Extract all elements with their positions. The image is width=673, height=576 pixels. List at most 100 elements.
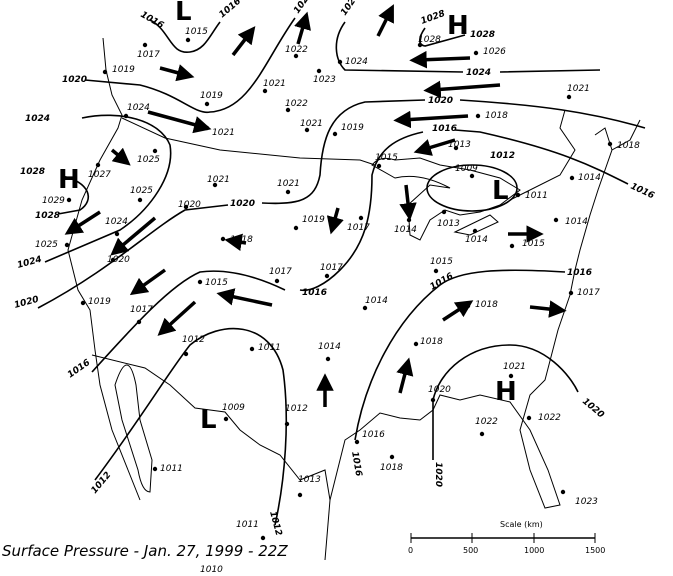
isobar-label: 1012 <box>267 510 283 537</box>
isobar-label: 1024 <box>16 255 43 271</box>
station-dot <box>110 257 116 263</box>
isobar-label: 1020 <box>428 96 453 106</box>
station-dot <box>137 197 143 203</box>
station-pressure: 1017 <box>269 267 292 277</box>
high-pressure-center: H <box>495 377 517 407</box>
station: 1010 <box>200 565 223 575</box>
station-pressure: 1019 <box>200 91 223 101</box>
isobar-label: 1020 <box>13 295 40 311</box>
station-dot <box>568 290 574 296</box>
station: 1023 <box>313 68 336 85</box>
station: 1014 <box>318 342 341 362</box>
station-dot <box>293 53 299 59</box>
station-pressure: 1010 <box>200 565 223 575</box>
station: 1021 <box>207 175 230 188</box>
station-dot <box>417 42 423 48</box>
wind-arrow <box>376 4 394 37</box>
isobar-1016-lakes <box>91 129 629 373</box>
isobar-1024-northeast <box>335 21 601 73</box>
station-dot <box>249 346 255 352</box>
station-pressure: 1022 <box>538 413 561 423</box>
station-dot <box>212 182 218 188</box>
station: 1015 <box>197 278 228 288</box>
low-pressure-center: L <box>175 0 192 27</box>
isobar-1028-high <box>57 175 90 215</box>
wind-arrow <box>413 138 456 156</box>
station: 1024 <box>123 103 150 119</box>
station-pressure: 1015 <box>185 27 208 37</box>
station-pressure: 1025 <box>35 240 58 250</box>
station-dot <box>223 416 229 422</box>
station-dot <box>469 173 475 179</box>
station-pressure: 1016 <box>362 430 385 440</box>
station: 1021 <box>503 362 526 379</box>
station-dot <box>509 243 515 249</box>
wind-arrow <box>110 147 131 166</box>
wind-arrow <box>529 300 567 318</box>
isobar-label: 1024 <box>466 68 491 78</box>
station-pressure: 1012 <box>182 335 205 345</box>
station: 1009 <box>222 403 245 422</box>
isobar-label: 1020 <box>230 199 255 209</box>
station-dot <box>362 305 368 311</box>
station: 1019 <box>80 297 111 307</box>
wind-arrow <box>442 300 474 322</box>
isobar-1024-west <box>44 114 172 263</box>
station: 1018 <box>220 235 253 245</box>
isobar-label: 1016 <box>432 124 457 134</box>
isobar-label: 1028 <box>470 30 495 40</box>
station: 1011 <box>249 343 281 353</box>
isobar-label: 1016 <box>429 271 456 292</box>
wind-arrows <box>64 4 567 407</box>
station: 1022 <box>285 45 308 59</box>
station-dot <box>354 439 360 445</box>
station-pressure: 1009 <box>455 164 478 174</box>
station-pressure: 1017 <box>137 50 160 60</box>
station-dot <box>515 192 521 198</box>
station: 1013 <box>448 140 471 151</box>
station-dot <box>508 373 514 379</box>
geographic-outlines <box>67 37 641 561</box>
station-pressure: 1021 <box>567 84 590 94</box>
station-pressure: 1022 <box>285 99 308 109</box>
station: 1014 <box>569 173 601 183</box>
wind-arrow <box>157 300 197 336</box>
station-dot <box>475 113 481 119</box>
wind-arrow <box>231 26 256 57</box>
station-pressure: 1023 <box>575 497 598 507</box>
isobar-label: 1012 <box>90 470 114 496</box>
station: 1017 <box>320 263 343 279</box>
station-pressure: 1025 <box>130 186 153 196</box>
isobar-label: 1016 <box>218 0 244 20</box>
isobar-label: 1024 <box>25 114 50 124</box>
station-pressure: 1019 <box>112 65 135 75</box>
isobar-label: 1016 <box>349 451 363 477</box>
station: 1011 <box>515 191 548 201</box>
isobar-1028-northeast <box>418 27 466 47</box>
station-dot <box>66 197 72 203</box>
station-dot <box>64 242 70 248</box>
baja-peninsula <box>114 364 153 493</box>
scale-tick-label: 500 <box>463 546 478 555</box>
isobar-label: 1020 <box>62 75 87 85</box>
station-pressure: 1018 <box>230 235 253 245</box>
station-pressure: 1022 <box>285 45 308 55</box>
wind-arrow <box>396 357 414 394</box>
station: 1020 <box>107 255 130 265</box>
station-pressure: 1017 <box>320 263 343 273</box>
station-dot <box>553 217 559 223</box>
station: 1017 <box>568 288 600 298</box>
mexico-border <box>91 354 331 561</box>
station-pressure: 1021 <box>277 179 300 189</box>
station: 1018 <box>380 454 403 473</box>
station-pressure: 1018 <box>617 141 640 151</box>
wind-arrow <box>224 233 247 251</box>
station: 1017 <box>137 42 160 60</box>
station-dot <box>293 225 299 231</box>
station-dot <box>183 351 189 357</box>
high-pressure-center: H <box>447 11 469 41</box>
station-pressure: 1019 <box>302 215 325 225</box>
station: 1013 <box>437 209 460 229</box>
wind-arrow <box>110 216 157 256</box>
